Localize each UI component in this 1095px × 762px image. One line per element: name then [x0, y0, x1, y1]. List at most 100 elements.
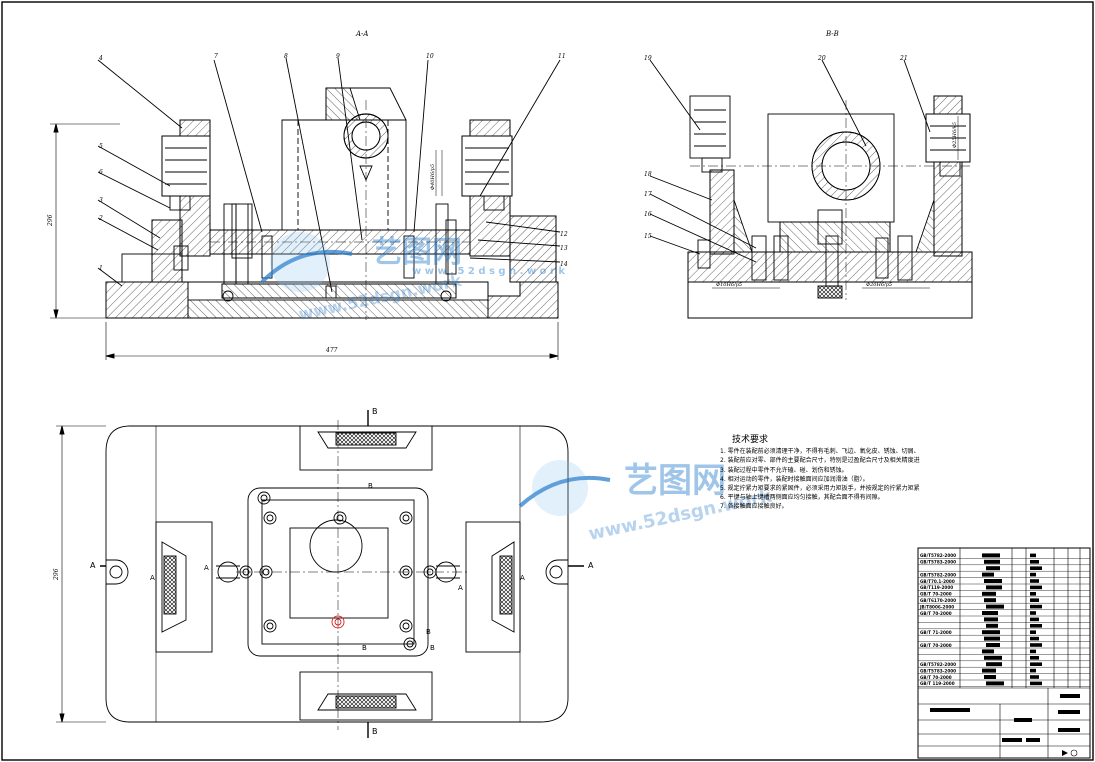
tech-req-item: 7. 各接触面应接触良好。: [720, 503, 788, 511]
callout-10: 10: [426, 53, 434, 60]
cut-label-b-1: B: [368, 482, 373, 490]
bom-standard-code: GB/T 70-2000: [920, 611, 952, 616]
cut-label-a-right: A: [588, 561, 594, 570]
bom-name-cell: [986, 604, 1004, 609]
bom-name-cell: [986, 566, 1000, 571]
tech-req-item: 1. 零件在装配前必须清理干净，不得有毛刺、飞边、氧化皮、锈蚀、切屑、油污和灰尘…: [720, 448, 920, 456]
tech-req-item: 6. 平键与轴上键槽两侧面应均匀接触，其配合面不得有间隙。: [720, 494, 884, 502]
plan-view: [56, 410, 584, 738]
callout-21: 21: [899, 55, 908, 62]
callout-14: 14: [560, 261, 568, 268]
tech-req-item: 3. 装配过程中零件不允许磕、碰、划伤和锈蚀。: [720, 466, 848, 474]
callout-17: 17: [644, 191, 652, 198]
bom-name-cell: [982, 649, 994, 654]
callout-6: 6: [99, 169, 103, 176]
cut-label-a-in-r1: A: [458, 584, 463, 592]
bom-qty-cell: [1030, 675, 1039, 679]
bom-name-cell: [986, 662, 1002, 667]
bom-standard-code: GB/T5783-2000: [920, 668, 956, 673]
bom-qty-cell: [1030, 553, 1036, 558]
callout-2: 2: [98, 215, 103, 222]
bom-grid: [918, 558, 1090, 687]
tech-req-item: 4. 相对运动的零件，装配时接触面间应加润滑油（脂）。: [720, 475, 869, 483]
title-block-marks: [930, 694, 1080, 757]
cut-label-b-4: B: [430, 644, 435, 652]
callout-19: 19: [644, 55, 652, 62]
bom-name-cell: [982, 611, 998, 615]
callout-4: 4: [98, 55, 103, 62]
callout-5: 5: [99, 143, 103, 150]
bom-qty-cell: [1030, 585, 1042, 590]
bom-qty-cell: [1030, 681, 1042, 686]
bom-standard-code: GB/T5783-2000: [920, 560, 956, 565]
section-a-callouts: 4 5 6 3 2 1 7 8 9 10 11 12 13 14 477 296…: [47, 53, 568, 354]
bom-qty-cell: [1030, 579, 1039, 583]
bom-qty-cell: [1030, 611, 1036, 615]
bom-qty-cell: [1030, 668, 1036, 673]
callout-8: 8: [284, 53, 288, 60]
bom-standard-code: GB/T 70-2000: [920, 675, 952, 680]
dim-fit-v1: Φ40H6/p5: [430, 164, 436, 190]
cut-label-a-in-l2: A: [204, 564, 209, 572]
a-bolts: [222, 203, 457, 302]
bom-qty-cell: [1030, 630, 1036, 634]
bom-standard-code: GB/T 70-2000: [920, 643, 952, 648]
bom-name-cell: [982, 630, 1000, 635]
plan-bolts: [239, 491, 437, 651]
cut-label-b-bottom: B: [372, 727, 378, 736]
bom-name-cell: [986, 681, 1004, 686]
tech-req-item: 5. 规定拧紧力矩要求的紧固件，必须采用力矩扳手，并按规定的拧紧力矩紧固。: [720, 485, 920, 493]
bom-standard-code: GB/T5782-2000: [920, 662, 956, 667]
dim-overall-width: 477: [325, 347, 338, 354]
bom-standard-code: GB/T 70-2000: [920, 592, 952, 597]
title-block: [917, 547, 1091, 759]
bom-name-cell: [982, 553, 1000, 558]
bom-name-cell: [984, 675, 996, 679]
section-b-b-view: B-B: [649, 30, 973, 319]
technical-requirements: 技术要求 1. 零件在装配前必须清理干净，不得有毛刺、飞边、氧化皮、锈蚀、切屑、…: [720, 435, 920, 512]
watermark-brand-2: 艺图网: [624, 461, 726, 501]
bom-name-cell: [984, 559, 1000, 564]
bom-standard-code: GB/T5782-2000: [920, 553, 956, 558]
bom-name-cell: [984, 579, 1002, 583]
section-a-a-view: A-A: [50, 30, 561, 360]
tech-req-title: 技术要求: [732, 435, 769, 445]
callout-15: 15: [644, 233, 652, 240]
watermark-globe-icon: [260, 232, 611, 516]
bom-standard-code: GB/T70.1-2000: [920, 579, 955, 584]
bom-name-cell: [982, 591, 996, 596]
watermark-url-1: w w w . 5 2 d s g n . w o r k: [412, 266, 565, 277]
bom-qty-cell: [1030, 662, 1042, 666]
cut-label-a-left: A: [90, 561, 96, 570]
cut-label-a-in-l1: A: [150, 574, 155, 582]
bom-standard-code: GB/T5782-2000: [920, 572, 956, 577]
bom-name-cell: [986, 585, 1002, 590]
bom-qty-cell: [1030, 598, 1039, 602]
watermark-brand-1: 艺图网: [372, 235, 462, 270]
bom-standard-code: GB/T 71-2000: [920, 630, 952, 635]
section-b-title: B-B: [825, 30, 839, 38]
callout-20: 20: [817, 55, 826, 62]
bom-qty-cell: [1030, 572, 1036, 577]
cut-label-b-3: B: [426, 628, 431, 636]
cut-label-b-top: B: [372, 407, 378, 416]
section-b-callouts: 19 20 21 18 17 16 15 Φ10H6/p5 Φ20H6/p5 Φ…: [644, 55, 958, 288]
bom-qty-cell: [1030, 592, 1036, 596]
bom-standard-code: GB/T119-2000: [920, 585, 953, 590]
bom-standard-code: GB/T 119-2000: [920, 681, 955, 686]
callout-12: 12: [560, 231, 568, 238]
bom-name-cell: [982, 668, 996, 673]
callout-18: 18: [644, 171, 652, 178]
bom-qty-cell: [1030, 656, 1039, 660]
tech-req-item: 2. 装配前应对零、部件的主要配合尺寸，特别是过盈配合尺寸及相关精度进行复查。: [720, 457, 920, 465]
callout-1: 1: [99, 265, 103, 272]
cut-label-b-2: B: [362, 644, 367, 652]
dim-fit-left: Φ10H6/p5: [716, 282, 742, 288]
callout-3: 3: [99, 197, 103, 204]
dim-fit-right: Φ20H6/p5: [866, 282, 892, 288]
bom-name-cell: [984, 636, 1000, 641]
callout-16: 16: [644, 211, 652, 218]
bom-name-cell: [986, 643, 1000, 647]
